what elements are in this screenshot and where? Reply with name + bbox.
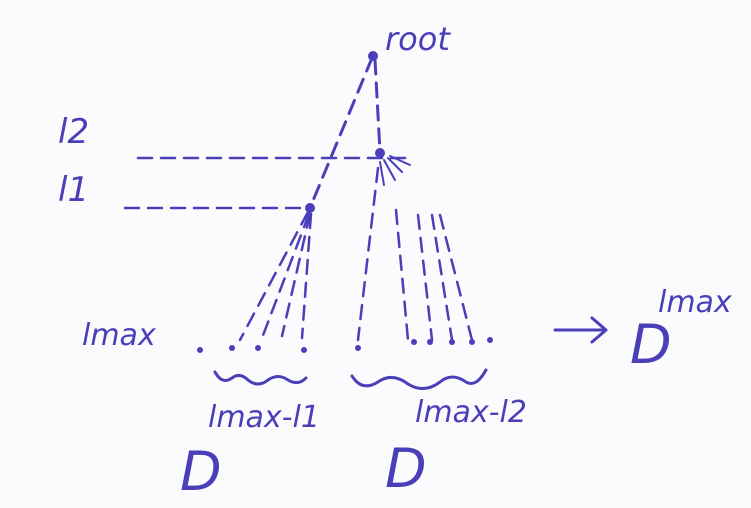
root-node bbox=[368, 51, 378, 61]
left-subtree-count: D lmax-l1 bbox=[180, 400, 330, 503]
leaf-nodes-right bbox=[355, 337, 493, 351]
right-subtree-base: D bbox=[385, 437, 427, 500]
left-subtree-brace bbox=[213, 370, 308, 386]
right-subtree-count: D lmax-l2 bbox=[385, 395, 555, 500]
level-l1-label: l1 bbox=[58, 170, 90, 210]
right-subtree-exponent: lmax-l2 bbox=[415, 395, 527, 430]
result-arrow bbox=[553, 316, 608, 344]
l2-node bbox=[375, 148, 385, 158]
right-subtree-brace bbox=[350, 368, 488, 390]
root-to-l1-edge bbox=[308, 56, 374, 210]
result-base: D bbox=[630, 313, 672, 376]
l1-node bbox=[305, 203, 315, 213]
leaf-nodes-left bbox=[197, 345, 307, 353]
left-subtree-exponent: lmax-l1 bbox=[208, 400, 320, 435]
right-subtree-edges bbox=[356, 166, 474, 342]
result-exponent: lmax bbox=[658, 285, 732, 320]
level-l2-label: l2 bbox=[58, 112, 90, 152]
l2-node-splay bbox=[379, 155, 411, 186]
level-lmax-label: lmax bbox=[82, 318, 156, 353]
left-subtree-edges bbox=[238, 210, 313, 342]
root-to-l2-edge bbox=[373, 58, 382, 154]
root-label: root bbox=[385, 20, 450, 58]
result-count: D lmax bbox=[630, 285, 750, 376]
left-subtree-base: D bbox=[180, 440, 222, 503]
